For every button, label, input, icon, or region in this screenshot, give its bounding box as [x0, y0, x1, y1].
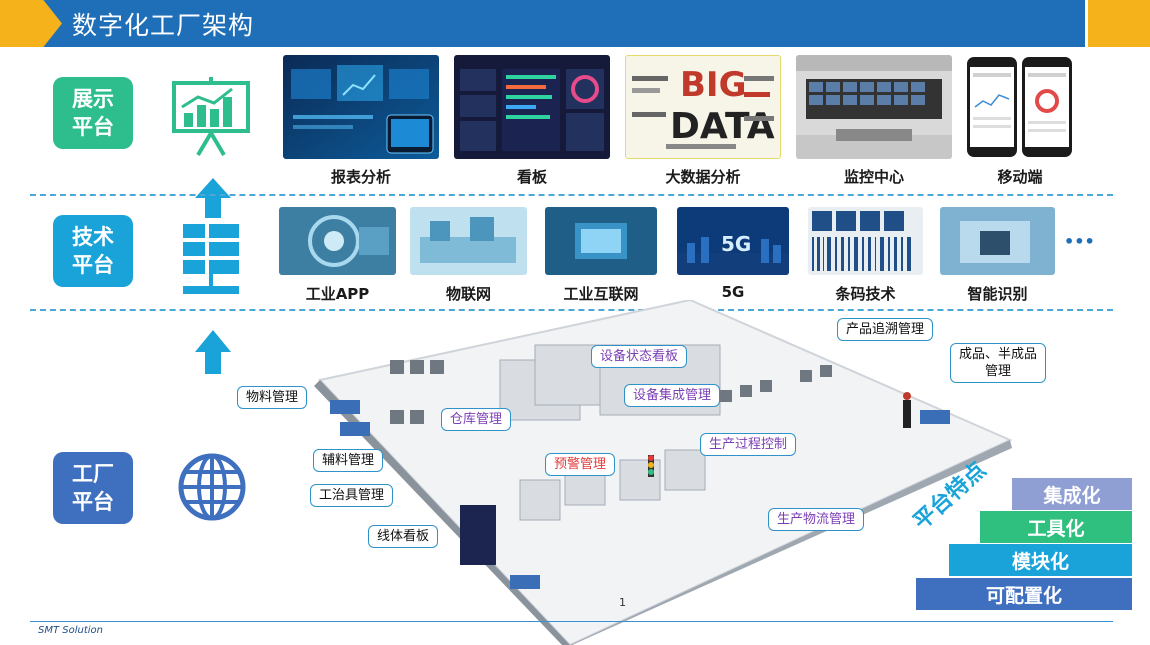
more-ellipsis: ••• [1064, 232, 1095, 251]
big-word: BIG [680, 65, 746, 105]
caption-smart-recognition: 智能识别 [967, 285, 1028, 303]
tech-platform-badge: 技术平台 [53, 215, 133, 287]
iot-thumb [410, 207, 527, 275]
barcode-thumb [808, 207, 923, 275]
mobile-phone-1 [967, 57, 1017, 157]
feature-configurable: 可配置化 [916, 578, 1132, 610]
callout-equipment-integration: 设备集成管理 [624, 384, 721, 407]
monitoring-center-thumb [796, 55, 952, 159]
caption-iot: 物联网 [445, 285, 491, 303]
callout-alarm: 预警管理 [545, 453, 616, 476]
separator-bottom [30, 309, 1113, 311]
footer-line [30, 621, 1113, 622]
caption-dashboard: 看板 [516, 168, 547, 186]
server-stack-icon [183, 224, 239, 294]
callout-line-board: 线体看板 [368, 525, 439, 548]
callout-process-control: 生产过程控制 [700, 433, 797, 456]
smart-recognition-thumb [940, 207, 1055, 275]
header-corner-accent [1088, 0, 1150, 47]
page-title: 数字化工厂架构 [72, 11, 255, 40]
feature-tooling: 工具化 [980, 511, 1132, 543]
callout-material: 物料管理 [237, 386, 308, 409]
big-data-thumb: BIG DATA [625, 55, 781, 159]
caption-5g: 5G [721, 283, 745, 301]
report-analysis-thumb [283, 55, 439, 159]
factory-floor-illustration [314, 300, 1013, 645]
footer-text: SMT Solution [38, 625, 103, 636]
caption-barcode: 条码技术 [835, 285, 896, 303]
globe-icon [178, 453, 246, 521]
display-platform-badge: 展示平台 [53, 77, 133, 149]
mobile-phone-2 [1022, 57, 1072, 157]
caption-monitoring-center: 监控中心 [843, 168, 904, 186]
page-number: 1 [619, 596, 626, 609]
industrial-app-thumb [279, 207, 396, 275]
caption-report-analysis: 报表分析 [330, 168, 391, 186]
up-arrow-icon [195, 178, 231, 218]
feature-integration: 集成化 [1012, 478, 1132, 510]
header-bar [0, 0, 1085, 47]
factory-platform-badge: 工厂平台 [53, 452, 133, 524]
separator-top [30, 194, 1113, 196]
caption-industrial-app: 工业APP [305, 285, 370, 303]
up-arrow-icon-2 [195, 330, 231, 374]
presentation-board-icon [172, 77, 250, 157]
caption-big-data: 大数据分析 [665, 168, 741, 186]
5g-label: 5G [721, 232, 751, 256]
callout-warehouse: 仓库管理 [441, 408, 512, 431]
callout-logistics: 生产物流管理 [768, 508, 865, 531]
callout-traceability: 产品追溯管理 [837, 318, 934, 341]
industrial-internet-thumb [545, 207, 657, 275]
callout-equipment-board: 设备状态看板 [591, 345, 688, 368]
caption-mobile: 移动端 [997, 168, 1043, 186]
caption-industrial-internet: 工业互联网 [563, 285, 639, 303]
callout-finished-goods: 成品、半成品 管理 [950, 343, 1047, 383]
5g-thumb: 5G [677, 207, 789, 275]
callout-tooling: 工治具管理 [310, 484, 394, 507]
dashboard-thumb [454, 55, 610, 159]
callout-aux-material: 辅料管理 [313, 449, 384, 472]
data-word: DATA [670, 106, 775, 147]
feature-modular: 模块化 [949, 544, 1132, 576]
